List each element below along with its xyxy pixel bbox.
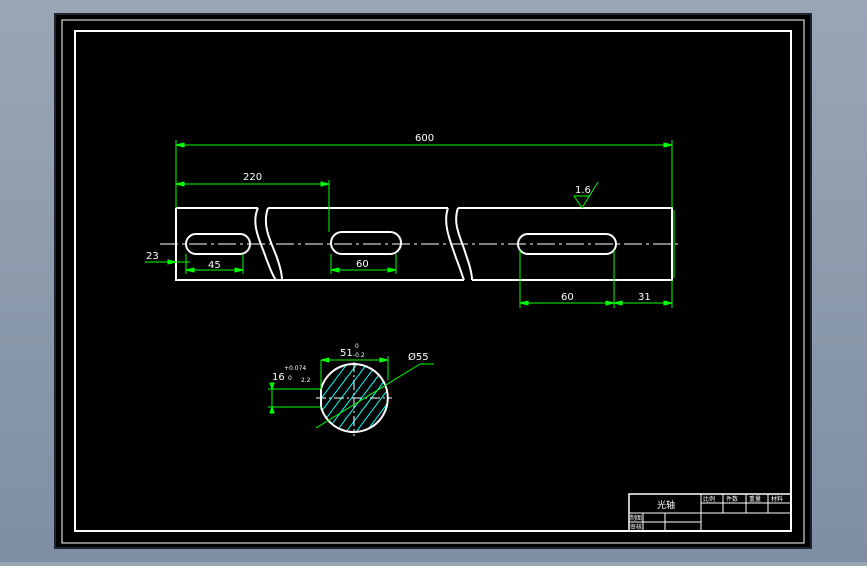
dim-slot2-length: 60 (356, 259, 369, 270)
inner-border (74, 30, 792, 532)
section-key-depth: 51 (340, 348, 353, 359)
dimension-lines (145, 140, 673, 308)
title-cell-scale: 比例 (703, 495, 715, 503)
outer-border (61, 19, 805, 544)
title-cell-drawn: 制图 (630, 514, 642, 522)
roughness-value: 1.6 (575, 185, 591, 196)
section-dimension-lines (268, 356, 434, 429)
title-cell-checked: 审核 (630, 523, 642, 531)
dim-slot1-length: 45 (208, 260, 221, 271)
title-cell-weight: 重量 (749, 495, 761, 503)
dim-overall-length: 600 (415, 133, 434, 144)
section-key-width-tol-upper: +0.074 (284, 365, 306, 372)
dim-end-offset: 31 (638, 292, 651, 303)
section-diameter: Ø55 (408, 351, 429, 363)
section-small-dim: 2.2 (301, 377, 311, 384)
section-key-width: 16 (272, 372, 285, 383)
section-key-width-tol-lower: 0 (288, 375, 292, 382)
section-key-depth-tol: -0.2 (353, 352, 365, 359)
title-cell-material: 材料 (771, 495, 783, 503)
title-cell-quantity: 件数 (726, 495, 738, 503)
title-part-name: 光轴 (657, 499, 675, 511)
dim-slot3-length: 60 (561, 292, 574, 303)
title-block (628, 493, 792, 532)
section-key-depth-tol-upper: 0 (355, 343, 359, 350)
dim-shaft-mark: 23 (146, 251, 159, 262)
dim-first-slot-offset: 220 (243, 172, 262, 183)
